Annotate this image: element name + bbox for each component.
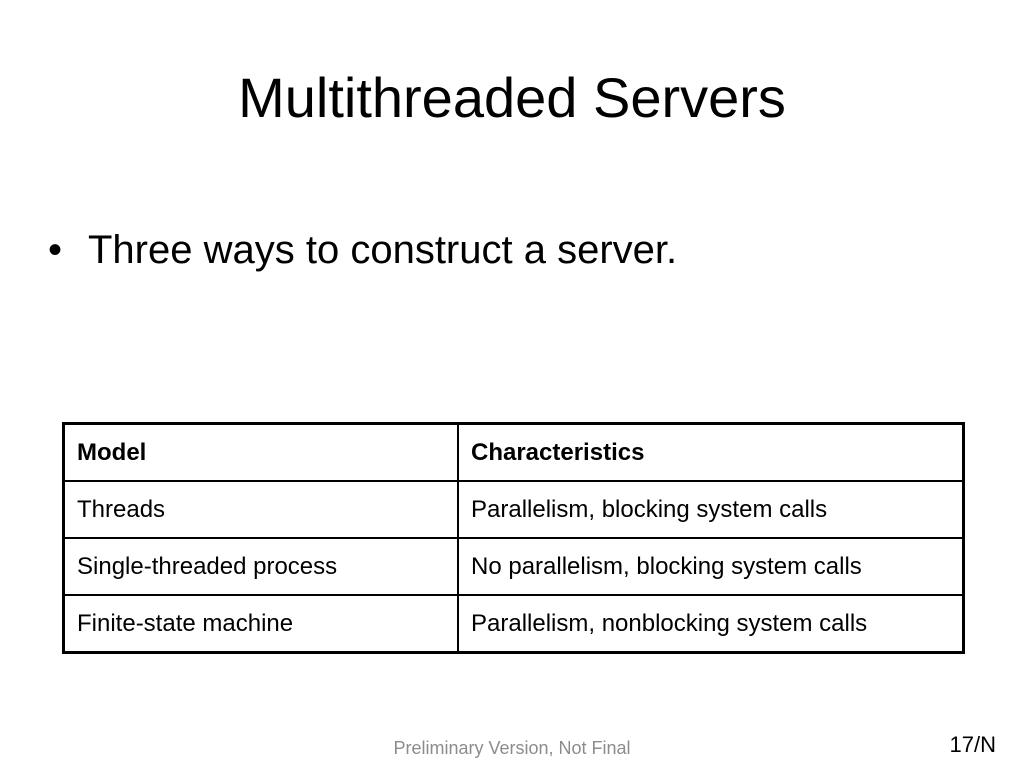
page-number: 17/N: [949, 732, 996, 757]
bullet-text: Three ways to construct a server.: [88, 228, 678, 272]
slide-title: Multithreaded Servers: [238, 66, 786, 129]
bullet-list: • Three ways to construct a server.: [48, 222, 677, 278]
cell-model: Threads: [62, 480, 459, 539]
cell-characteristics: Parallelism, nonblocking system calls: [457, 594, 965, 654]
models-table: Model Characteristics Threads Parallelis…: [62, 422, 965, 654]
header-model: Model: [62, 422, 459, 482]
cell-characteristics: Parallelism, blocking system calls: [457, 480, 965, 539]
table-header-row: Model Characteristics: [62, 422, 965, 482]
cell-model: Finite-state machine: [62, 594, 459, 654]
bullet-item: • Three ways to construct a server.: [48, 222, 677, 278]
bullet-marker: •: [48, 228, 63, 272]
header-characteristics: Characteristics: [457, 422, 965, 482]
table-row: Finite-state machine Parallelism, nonblo…: [62, 594, 965, 654]
footer-note: Preliminary Version, Not Final: [393, 738, 631, 758]
table-row: Threads Parallelism, blocking system cal…: [62, 480, 965, 539]
cell-characteristics: No parallelism, blocking system calls: [457, 537, 965, 596]
table-row: Single-threaded process No parallelism, …: [62, 537, 965, 596]
cell-model: Single-threaded process: [62, 537, 459, 596]
